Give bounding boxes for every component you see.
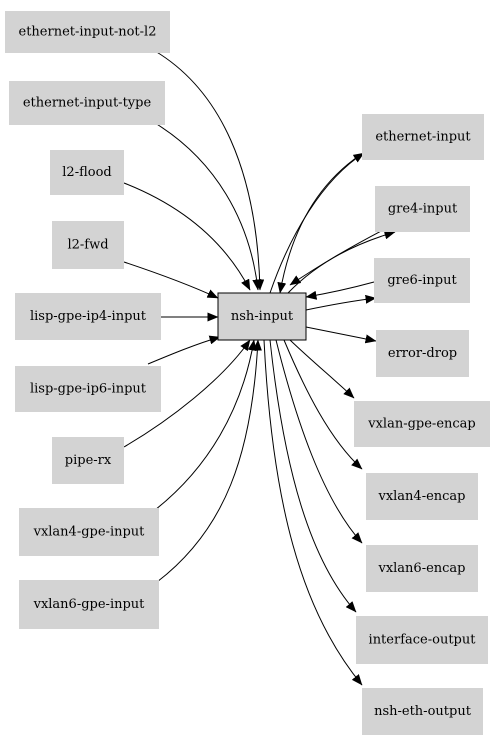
node-gre6-input-box xyxy=(374,258,470,303)
edge-pipe-rx-to-nsh-input xyxy=(123,339,251,448)
node-ethernet-input: ethernet-input xyxy=(362,114,484,160)
node-gre6-input-label: gre6-input xyxy=(387,273,457,288)
node-l2-fwd-label: l2-fwd xyxy=(67,238,108,253)
edge-vxlan6-gpe-input-to-nsh-input xyxy=(156,339,262,583)
node-l2-flood-box xyxy=(50,150,124,195)
node-interface-output-label: interface-output xyxy=(369,633,477,648)
edge-nsh-input-to-error-drop xyxy=(305,326,377,344)
node-error-drop-label: error-drop xyxy=(388,346,457,361)
node-lisp-gpe-ip6-input: lisp-gpe-ip6-input xyxy=(15,366,161,412)
node-ethernet-input-box xyxy=(362,114,484,160)
edge-nsh-input-to-nsh-eth-output xyxy=(263,339,363,686)
node-vxlan-gpe-encap-label: vxlan-gpe-encap xyxy=(367,417,476,432)
node-vxlan6-encap: vxlan6-encap xyxy=(366,545,478,592)
node-nsh-input-label: nsh-input xyxy=(231,309,294,324)
node-lisp-gpe-ip4-input-label: lisp-gpe-ip4-input xyxy=(30,309,147,324)
edge-ethernet-input-to-nsh-input xyxy=(277,154,361,294)
node-ethernet-input-type-label: ethernet-input-type xyxy=(23,96,152,111)
edge-nsh-input-to-vxlan4-encap xyxy=(283,339,363,470)
node-vxlan4-gpe-input: vxlan4-gpe-input xyxy=(19,508,159,556)
node-error-drop: error-drop xyxy=(376,330,469,377)
node-ethernet-input-not-l2-label: ethernet-input-not-l2 xyxy=(19,25,157,40)
node-gre4-input-box xyxy=(375,186,470,232)
edge-l2-fwd-to-nsh-input xyxy=(123,261,219,299)
edge-nsh-input-to-gre6-input xyxy=(305,294,377,311)
node-gre4-input-label: gre4-input xyxy=(388,202,458,217)
node-pipe-rx: pipe-rx xyxy=(52,437,124,484)
node-vxlan4-encap: vxlan4-encap xyxy=(366,473,478,520)
node-ethernet-input-not-l2: ethernet-input-not-l2 xyxy=(5,11,170,53)
node-gre6-input: gre6-input xyxy=(374,258,470,303)
node-lisp-gpe-ip6-input-label: lisp-gpe-ip6-input xyxy=(30,382,147,397)
edge-gre6-input-to-nsh-input xyxy=(305,281,375,300)
node-ethernet-input-label: ethernet-input xyxy=(375,130,471,145)
node-nsh-input-box xyxy=(217,292,307,341)
node-vxlan6-gpe-input-box xyxy=(19,580,159,629)
node-vxlan6-encap-label: vxlan6-encap xyxy=(377,561,465,576)
node-l2-flood-label: l2-flood xyxy=(62,165,111,180)
node-vxlan-gpe-encap: vxlan-gpe-encap xyxy=(354,401,490,447)
edge-nsh-input-to-vxlan-gpe-encap xyxy=(289,339,355,399)
node-vxlan6-gpe-input-label: vxlan6-gpe-input xyxy=(33,597,146,612)
node-pipe-rx-label: pipe-rx xyxy=(65,453,112,468)
edge-gre4-input-to-nsh-input xyxy=(289,229,384,286)
node-nsh-eth-output: nsh-eth-output xyxy=(362,688,483,735)
node-l2-flood: l2-flood xyxy=(50,150,124,195)
edge-vxlan4-gpe-input-to-nsh-input xyxy=(154,339,257,511)
node-pipe-rx-box xyxy=(52,437,124,484)
node-vxlan4-encap-box xyxy=(366,473,478,520)
node-nsh-input: nsh-input xyxy=(217,292,307,341)
node-vxlan4-encap-label: vxlan4-encap xyxy=(377,489,465,504)
edge-nsh-input-to-interface-output xyxy=(269,339,357,613)
node-nsh-eth-output-label: nsh-eth-output xyxy=(374,704,472,719)
node-vxlan6-encap-box xyxy=(366,545,478,592)
node-vxlan4-gpe-input-box xyxy=(19,508,159,556)
node-ethernet-input-type-box xyxy=(9,81,165,125)
node-l2-fwd: l2-fwd xyxy=(52,221,124,269)
node-interface-output-box xyxy=(356,616,488,664)
node-gre4-input: gre4-input xyxy=(375,186,470,232)
node-l2-fwd-box xyxy=(52,221,124,269)
node-lisp-gpe-ip6-input-box xyxy=(15,366,161,412)
node-ethernet-input-not-l2-box xyxy=(5,11,170,53)
node-vxlan6-gpe-input: vxlan6-gpe-input xyxy=(19,580,159,629)
node-vxlan-gpe-encap-box xyxy=(354,401,490,447)
node-interface-output: interface-output xyxy=(356,616,488,664)
edge-lisp-gpe-ip6-input-to-nsh-input xyxy=(147,335,221,365)
edge-ethernet-input-not-l2-to-nsh-input xyxy=(154,50,265,291)
node-nsh-eth-output-box xyxy=(362,688,483,735)
edge-ethernet-input-type-to-nsh-input xyxy=(154,122,262,291)
edge-nsh-input-to-vxlan6-encap xyxy=(275,339,363,544)
node-lisp-gpe-ip4-input: lisp-gpe-ip4-input xyxy=(15,293,161,340)
node-lisp-gpe-ip4-input-box xyxy=(15,293,161,340)
node-vxlan4-gpe-input-label: vxlan4-gpe-input xyxy=(33,525,146,540)
node-error-drop-box xyxy=(376,330,469,377)
node-ethernet-input-type: ethernet-input-type xyxy=(9,81,165,125)
edge-l2-flood-to-nsh-input xyxy=(123,182,251,291)
